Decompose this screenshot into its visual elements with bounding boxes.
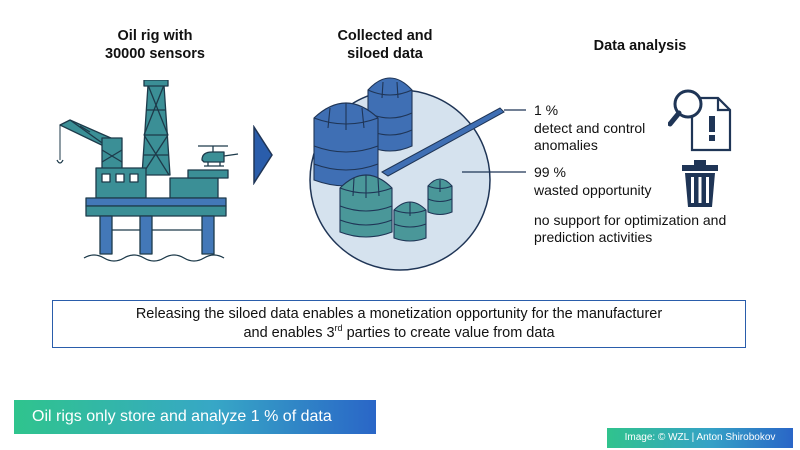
chevron-right-icon	[253, 125, 273, 185]
image-credit: Image: © WZL | Anton Shirobokov	[607, 428, 793, 448]
release-line-1: Releasing the siloed data enables a mone…	[135, 306, 663, 322]
title-oil-rig: Oil rig with 30000 sensors	[105, 28, 205, 62]
summary-banner: Oil rigs only store and analyze 1 % of d…	[14, 400, 376, 434]
silo-cluster-icon	[309, 77, 491, 271]
release-line-2-post: parties to create value from data	[342, 325, 555, 341]
oil-rig-icon	[56, 80, 239, 262]
pct99-value: 99 %	[534, 164, 566, 180]
release-line-2-pre: and enables 3	[243, 325, 335, 341]
pointer-lines	[381, 107, 526, 177]
title-siloed-data: Collected and siloed data	[337, 28, 433, 62]
release-statement-box: Releasing the siloed data enables a mone…	[52, 300, 746, 348]
pct99-description: wasted opportunity	[534, 182, 652, 198]
release-line-2: and enables 3rd parties to create value …	[53, 324, 745, 343]
pct1-value: 1 %	[534, 102, 559, 118]
magnifier-document-icon	[668, 89, 732, 152]
trash-icon	[682, 160, 718, 207]
title-data-analysis: Data analysis	[593, 38, 687, 54]
no-support-text: no support for optimization and predicti…	[534, 212, 727, 245]
release-line-2-sup: rd	[334, 323, 343, 334]
pct1-description: detect and control anomalies	[534, 120, 646, 153]
